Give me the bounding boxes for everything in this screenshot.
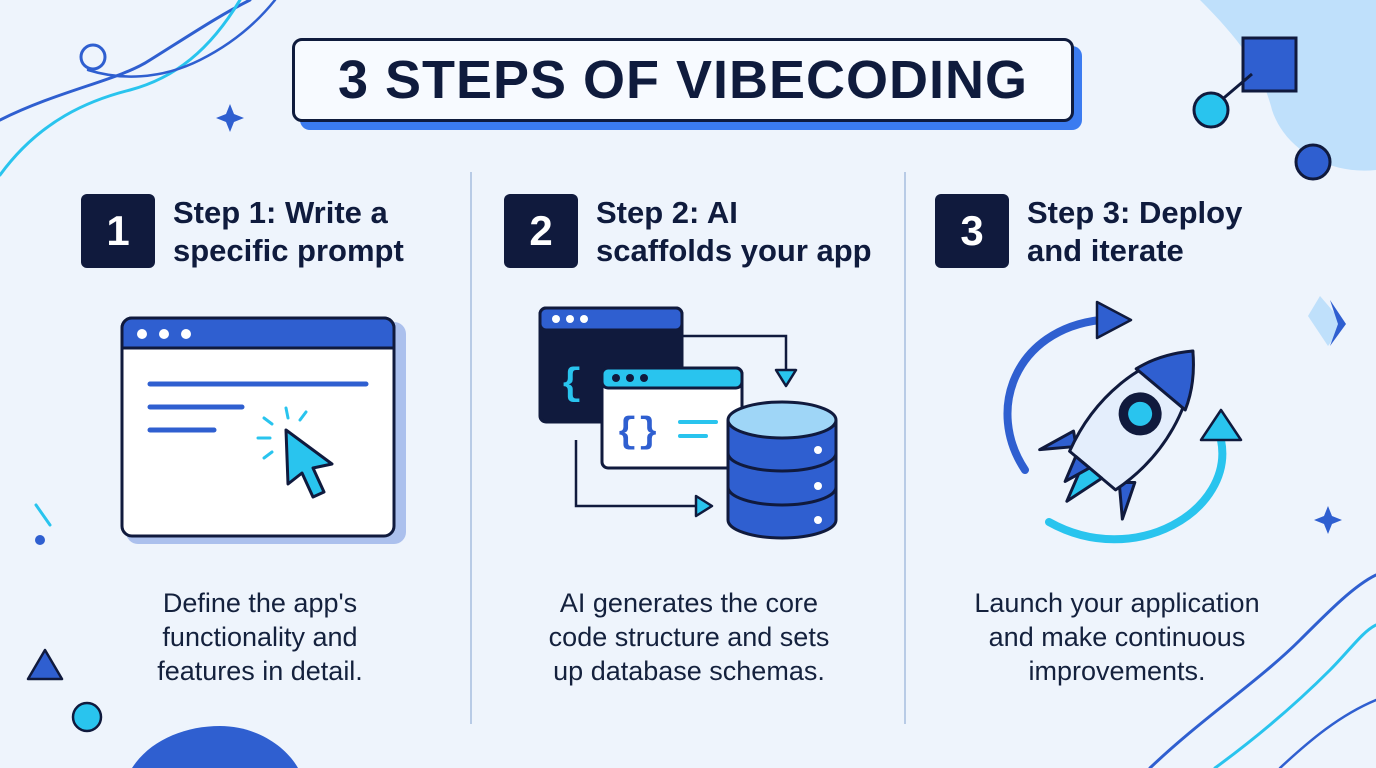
rocket-icon (1038, 349, 1195, 521)
step-title: Step 2: AI scaffolds your app (596, 195, 872, 268)
title-box: 3 STEPS OF VIBECODING (292, 38, 1074, 122)
step-title: Step 1: Write a specific prompt (173, 195, 404, 268)
sparkle-icon (216, 104, 244, 132)
code-window-front: {} (600, 366, 744, 470)
scaffold-code-database-icon: { {} (538, 306, 838, 540)
step-2-header: 2 Step 2: AI scaffolds your app (504, 194, 916, 274)
circle-dot-icon (71, 701, 103, 733)
step-title: Step 3: Deploy and iterate (1027, 195, 1243, 268)
database-icon (726, 400, 838, 540)
click-burst (256, 406, 308, 460)
right-chevron-icon (1308, 296, 1346, 346)
bottom-blob (132, 726, 298, 768)
cycle-arrow-bottom (1045, 436, 1227, 544)
page-title: 3 STEPS OF VIBECODING (337, 50, 1029, 110)
step-number-badge: 2 (504, 194, 578, 268)
arrow-head-icon (1095, 300, 1133, 340)
browser-prompt-icon (120, 316, 406, 544)
top-right-network (1192, 0, 1376, 181)
step-description: Launch your application and make continu… (974, 588, 1260, 686)
step-3-header: 3 Step 3: Deploy and iterate (935, 194, 1327, 274)
top-left-swirl (0, 0, 277, 177)
step-1-header: 1 Step 1: Write a specific prompt (81, 194, 473, 274)
column-divider (904, 172, 906, 724)
step-number-badge: 3 (935, 194, 1009, 268)
step-number-badge: 1 (81, 194, 155, 268)
triangle-icon (26, 648, 64, 681)
code-braces-glyph: {} (616, 412, 659, 453)
arrow-head-icon (1199, 408, 1243, 442)
title-banner: 3 STEPS OF VIBECODING (292, 38, 1082, 130)
step-description: Define the app's functionality and featu… (157, 588, 363, 686)
cursor-icon (284, 428, 334, 499)
column-divider (470, 172, 472, 724)
left-dash-marks (34, 503, 52, 545)
cycle-arrow-top (1003, 316, 1104, 474)
sparkle-icon (1314, 506, 1342, 534)
step-description: AI generates the core code structure and… (548, 588, 830, 686)
rocket-iterate-icon (1003, 300, 1243, 544)
code-brace-glyph: { (560, 363, 583, 406)
